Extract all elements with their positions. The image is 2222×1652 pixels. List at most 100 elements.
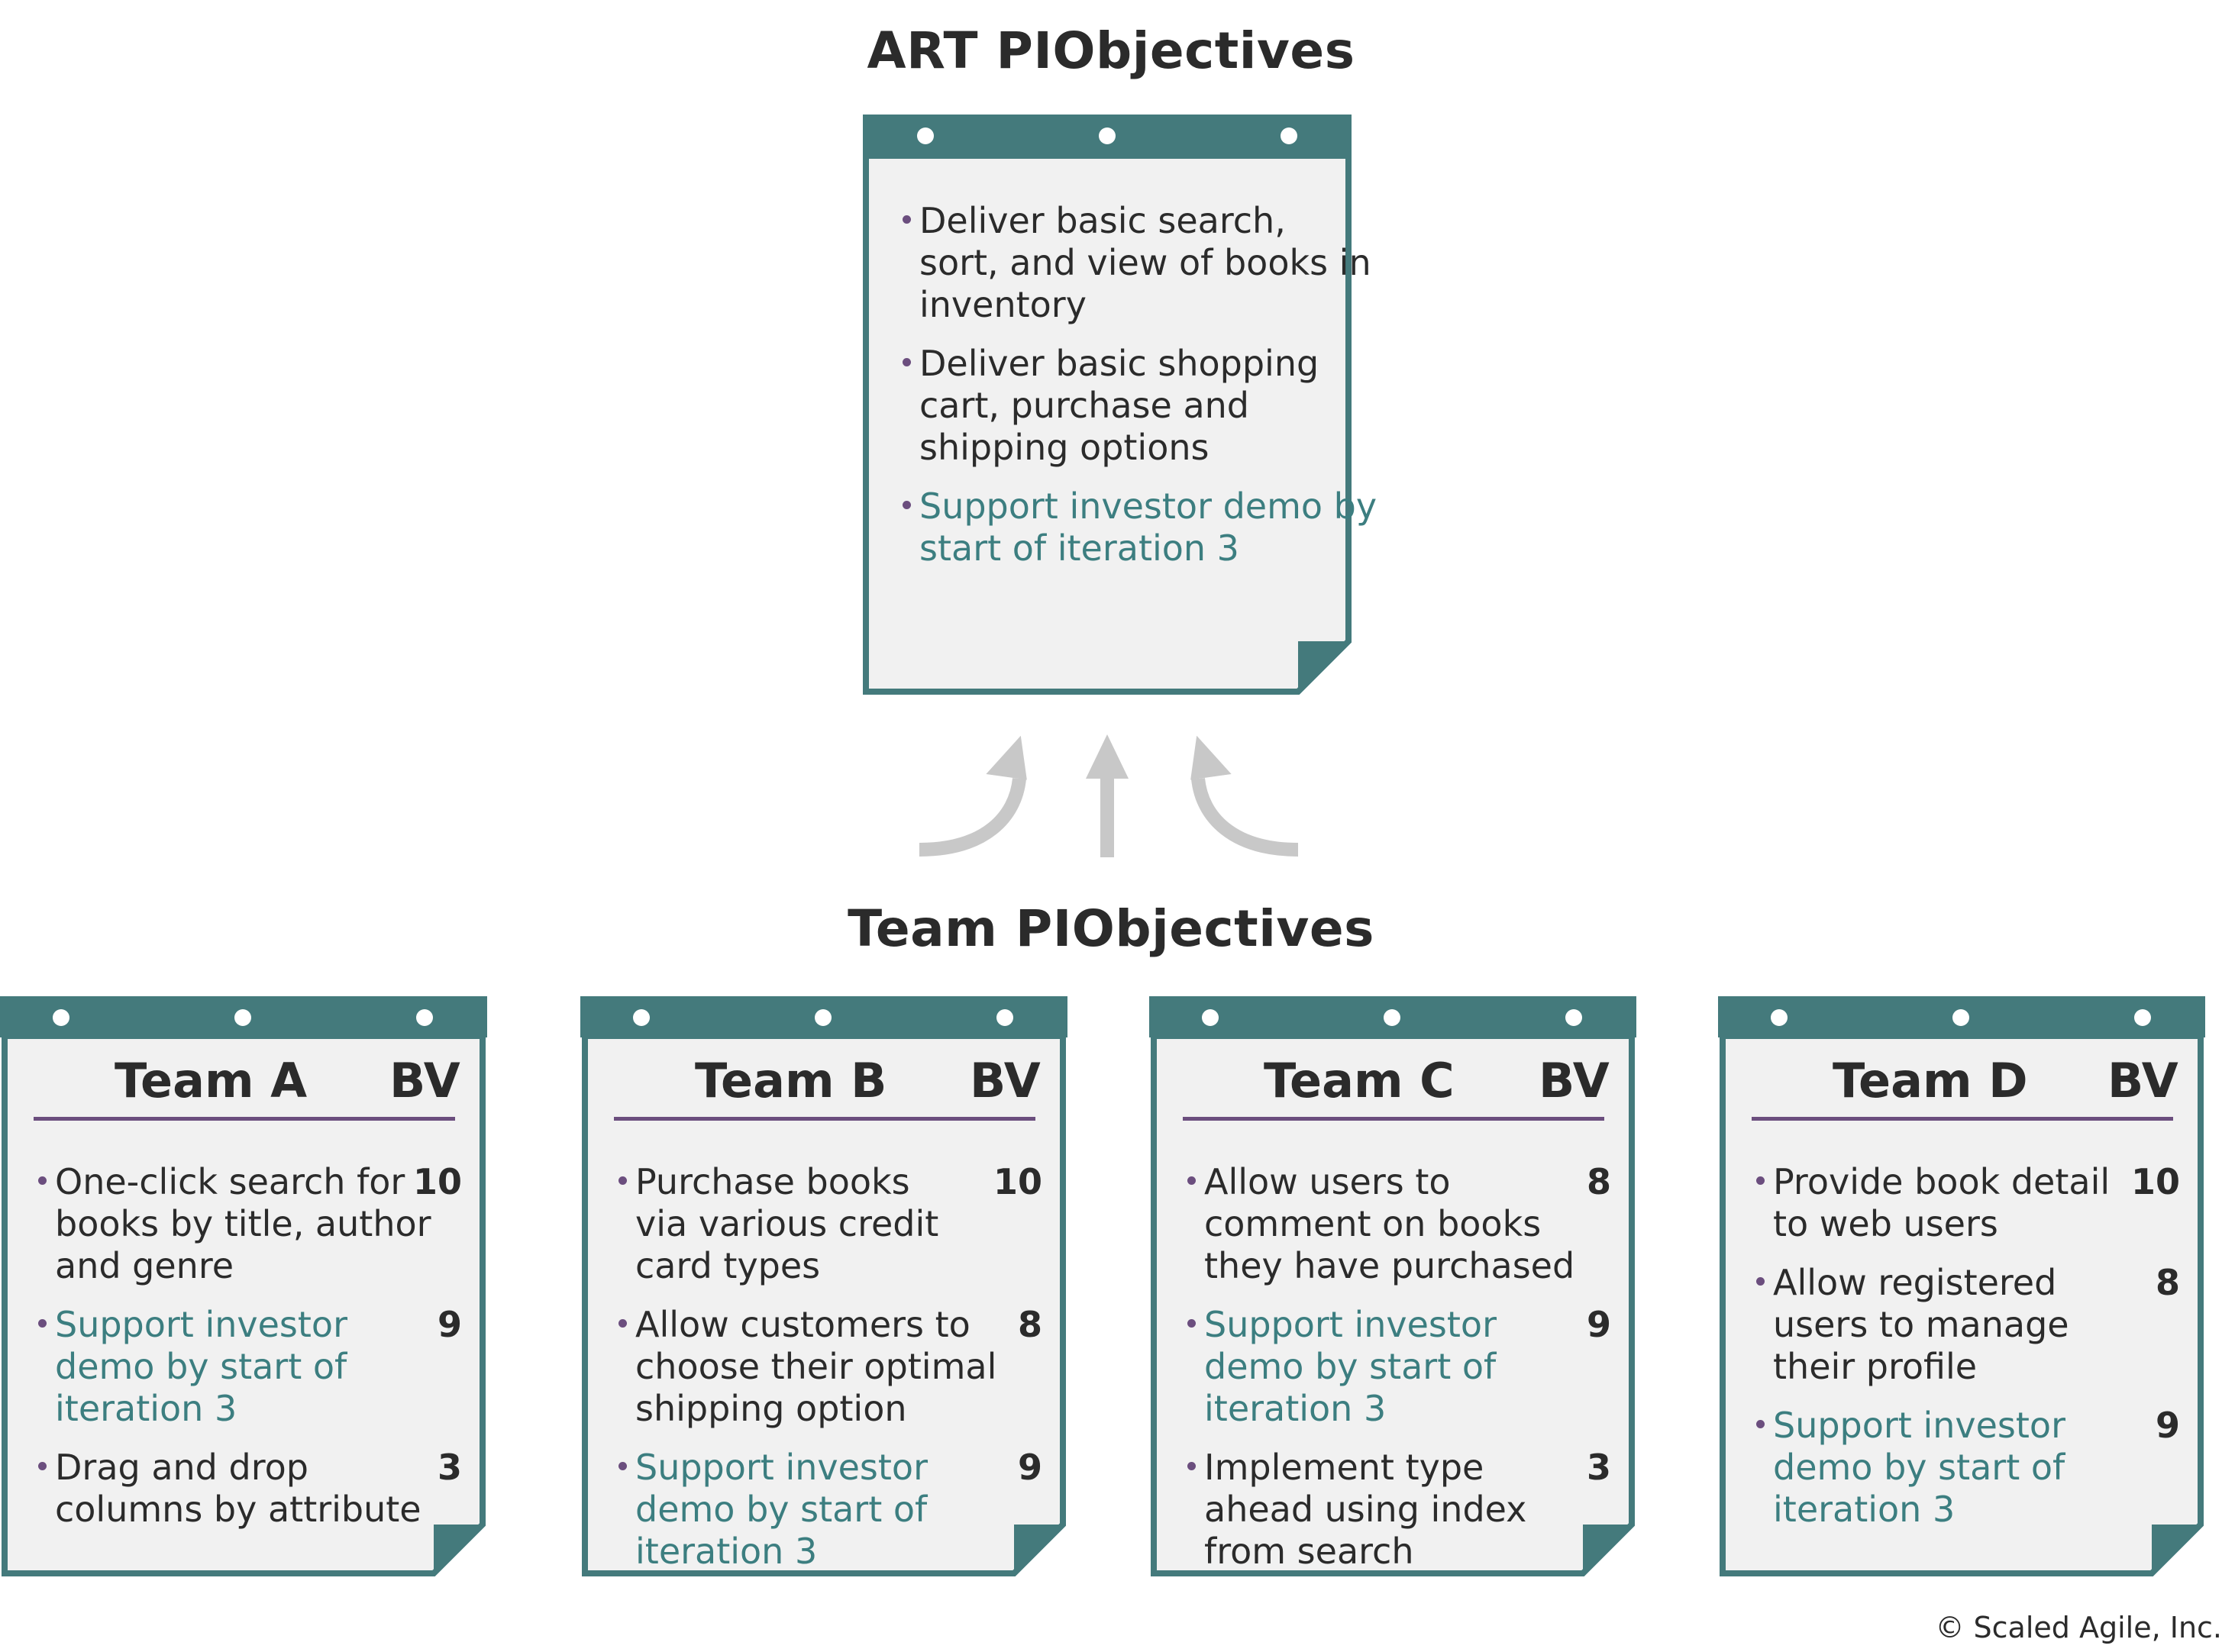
team-objective-line: Support investor [635, 1447, 928, 1488]
bullet-icon [618, 1462, 627, 1470]
team-card-frame [580, 996, 1067, 1576]
team-objective-line: demo by start of [55, 1346, 347, 1387]
team-header-divider [1752, 1117, 2173, 1121]
team-objective-line: and genre [55, 1245, 234, 1286]
folded-corner-icon [1014, 1525, 1063, 1573]
bv-column-header: BV [389, 1053, 460, 1108]
art-card-frame [863, 115, 1352, 695]
bullet-icon [38, 1462, 47, 1470]
ring-hole-icon [815, 1009, 832, 1026]
art-objective-line: sort, and view of books in [919, 242, 1371, 283]
team-objective-line: demo by start of [1773, 1447, 2065, 1488]
team-header-divider [614, 1117, 1035, 1121]
team-objective-line: iteration 3 [635, 1531, 818, 1572]
team-objective-line: demo by start of [1204, 1346, 1497, 1387]
bullet-icon [903, 501, 911, 509]
team-header-divider [1183, 1117, 1604, 1121]
team-objective-line: Purchase books [635, 1161, 910, 1202]
copyright-notice: © Scaled Agile, Inc. [1935, 1611, 2222, 1644]
business-value: 10 [993, 1161, 1042, 1202]
business-value: 8 [2155, 1262, 2180, 1303]
team-name: Team C [1264, 1053, 1455, 1108]
team-objective-line: to web users [1773, 1203, 1998, 1244]
bv-column-header: BV [2107, 1053, 2178, 1108]
bullet-icon [903, 215, 911, 224]
folded-corner-icon [1583, 1525, 1632, 1573]
ring-hole-icon [633, 1009, 650, 1026]
art-objective-line: Deliver basic search, [919, 200, 1286, 241]
team-card-frame [1718, 996, 2205, 1576]
team-objective-line: Allow registered [1773, 1262, 2057, 1303]
team-objective-line: they have purchased [1204, 1245, 1575, 1286]
ring-hole-icon [1099, 127, 1116, 144]
team-name: Team A [115, 1053, 308, 1108]
business-value: 9 [1586, 1304, 1611, 1345]
business-value: 8 [1586, 1161, 1611, 1202]
bullet-icon [38, 1176, 47, 1185]
team-objective-line: iteration 3 [1204, 1388, 1387, 1429]
bullet-icon [903, 358, 911, 366]
arrow-right-icon [1190, 735, 1299, 857]
team-objective-line: iteration 3 [55, 1388, 237, 1429]
team-name: Team B [695, 1053, 887, 1108]
business-value: 10 [2130, 1161, 2180, 1202]
ring-hole-icon [1771, 1009, 1788, 1026]
ring-hole-icon [2134, 1009, 2151, 1026]
team-objective-line: their profile [1773, 1346, 1978, 1387]
team-objective-line: from search [1204, 1531, 1414, 1572]
team-objective-line: columns by attribute [55, 1489, 421, 1530]
business-value: 10 [412, 1161, 462, 1202]
ring-hole-icon [1565, 1009, 1582, 1026]
art-objectives-list: Deliver basic search,sort, and view of b… [903, 200, 1391, 586]
team-objective-line: via various credit [635, 1203, 939, 1244]
bullet-icon [1187, 1319, 1196, 1328]
bullet-icon [618, 1176, 627, 1185]
team-objective-line: ahead using index [1204, 1489, 1527, 1530]
ring-hole-icon [1202, 1009, 1219, 1026]
ring-hole-icon [416, 1009, 433, 1026]
art-objective-line: cart, purchase and [919, 385, 1249, 426]
art-objective-line: Support investor demo by [919, 486, 1377, 527]
team-objective-line: Support investor [1773, 1405, 2065, 1446]
bullet-icon [1756, 1420, 1765, 1428]
team-objective-line: Allow customers to [635, 1304, 971, 1345]
team-objective-line: users to manage [1773, 1304, 2069, 1345]
team-card-frame [1149, 996, 1636, 1576]
bullet-icon [1756, 1277, 1765, 1286]
team-objective-line: choose their optimal [635, 1346, 997, 1387]
bullet-icon [1187, 1176, 1196, 1185]
bullet-icon [618, 1319, 627, 1328]
ring-hole-icon [1281, 127, 1297, 144]
ring-hole-icon [1952, 1009, 1969, 1026]
folded-corner-icon [2152, 1525, 2201, 1573]
business-value: 3 [437, 1447, 462, 1488]
folded-corner-icon [434, 1525, 483, 1573]
bv-column-header: BV [1539, 1053, 1610, 1108]
team-objective-line: shipping option [635, 1388, 907, 1429]
arrow-left-icon [919, 735, 1027, 857]
team-objective-line: Drag and drop [55, 1447, 308, 1488]
team-objective-line: Allow users to [1204, 1161, 1451, 1202]
business-value: 3 [1586, 1447, 1611, 1488]
art-objective-line: inventory [919, 284, 1087, 325]
team-objective-line: comment on books [1204, 1203, 1542, 1244]
team-objective-line: Provide book detail [1773, 1161, 2111, 1202]
team-objective-line: demo by start of [635, 1489, 928, 1530]
ring-hole-icon [917, 127, 934, 144]
business-value: 8 [1017, 1304, 1042, 1345]
team-header-divider [34, 1117, 455, 1121]
rollup-arrows [919, 734, 1299, 857]
